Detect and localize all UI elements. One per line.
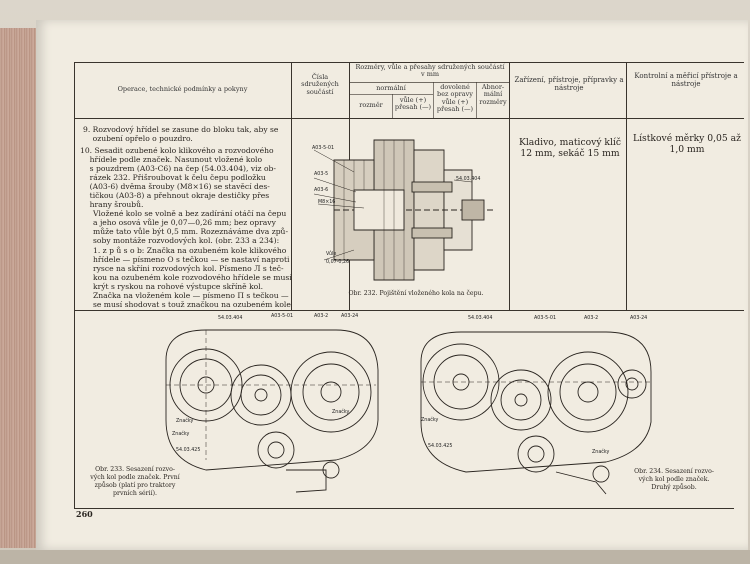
fig234-label: Značky [421, 418, 439, 423]
step-line: tičkou (A03-8) a přehnout okraje destičk… [80, 191, 270, 200]
step-line: rysce na skříni rozvodových kol. Písmeno… [93, 264, 284, 273]
step-line: rázek 232. Přišroubovat k čelu čepu podl… [80, 173, 266, 182]
tools-line-1: Kladivo, maticový klíč [518, 137, 622, 148]
fig233-label: A03-24 [341, 314, 359, 319]
header-control: Kontrolní a měřicí přístroje a nástroje [634, 72, 738, 89]
fig234-label: A03-24 [630, 316, 648, 321]
fig232-drawing [313, 139, 494, 281]
step-line: 1. z p ů s o b: Značka na ozubeném kole … [93, 246, 287, 255]
fig234-caption-3: Druhý způsob. [651, 484, 697, 491]
step-line: kou na ozubeném kole rozvodového hřídele… [93, 273, 292, 282]
header-tools: Zařízení, přístroje, přípravky a nástroj… [514, 76, 624, 93]
fig233-drawing [165, 329, 379, 493]
header-normal: normální [376, 84, 406, 92]
table-mid-rule [74, 310, 744, 311]
col-rule-3 [509, 62, 510, 310]
fig234-label: 54.03.425 [428, 444, 453, 449]
table-top-rule [74, 62, 744, 63]
col-rule-4 [626, 62, 627, 310]
step-line: Značka na vloženém kole — písmeno П s te… [93, 291, 289, 300]
header-abnormal: Abnor-mální rozměry [479, 83, 507, 106]
dims-col-a [392, 94, 393, 118]
fig234-label: Značky [592, 450, 610, 455]
fig234-label: 54.03.404 [468, 316, 493, 321]
step-line: (A03-6) dvěma šrouby (M8×16) se stavěcí … [80, 182, 270, 191]
control-line-1: Lístkové měrky 0,05 až [632, 133, 741, 144]
step-line: s pouzdrem (A03-C6) na čep (54.03.404), … [80, 164, 276, 173]
fig233-label: Značky [332, 410, 350, 415]
step-line: krýt s ryskou na rohové výstupce skříně … [93, 282, 264, 291]
tools-line-2: 12 mm, sekáč 15 mm [520, 148, 620, 159]
step-line: ozubení opřelo o pouzdro. [83, 134, 193, 143]
control-line-2: 1,0 mm [669, 144, 705, 155]
dims-col-b [433, 82, 434, 118]
fig233-label: 54.03.404 [218, 316, 243, 321]
fig232-label: 0,07-0,26 [326, 260, 350, 265]
fig234-label: A03-5-01 [534, 316, 557, 321]
book-page: Operace, technické podmínky a pokyny Čís… [36, 20, 748, 550]
fig233-label: A03-2 [314, 314, 329, 319]
fig232-label: A03-6 [314, 188, 329, 193]
fig233-label: A03-5-01 [271, 314, 294, 319]
fig234-label: A03-2 [584, 316, 599, 321]
fig233-label: Značky [172, 432, 190, 437]
fig233-caption-4: prvních sérií). [113, 490, 157, 497]
bottom-shadow [0, 550, 750, 564]
fig232-caption: Obr. 232. Pojištění vloženého kola na če… [348, 290, 484, 297]
fig233-label: Značky [176, 419, 194, 424]
header-number: Čísla sdružených součástí [301, 73, 339, 96]
page-number: 260 [76, 509, 93, 519]
header-dims: Rozměry, vůle a přesahy sdružených součá… [355, 63, 505, 79]
fig233-label: 54.03.425 [176, 448, 201, 453]
step-line: a jeho osová vůle je 0,07—0,26 mm; bez o… [93, 218, 276, 227]
step-line: se musí shodovat s touž značkou na ozube… [93, 300, 291, 309]
step-line: hřídele podle značek. Nasunout vložené k… [80, 155, 263, 164]
fig234-drawing [420, 331, 652, 495]
table-left-rule [74, 62, 75, 310]
step-line: 10. Sesadit ozubené kolo klikového a roz… [80, 146, 274, 155]
fig232-label: M8×16 [318, 200, 336, 205]
figure-left-rule [74, 310, 75, 508]
fig233-caption-2: vých kol podle značek. První [90, 474, 180, 481]
header-clearance: vůle (+) přesah (—) [394, 96, 432, 112]
col-rule-1 [291, 62, 292, 310]
normal-sub-rule [349, 94, 433, 95]
fig232-label: Vůle [326, 252, 337, 257]
book-page-edges [0, 28, 40, 548]
step-line: hřídele — písmeno O s tečkou — se nastav… [93, 255, 290, 264]
fig233-caption-3: způsob (platí pro traktory [94, 482, 176, 489]
header-bottom-rule [74, 118, 744, 119]
header-allowed: dovolené bez opravy vůle (+) přesah (—) [436, 83, 474, 114]
step-line: 9. Rozvodový hřídel se zasune do bloku t… [83, 125, 279, 134]
header-operation: Operace, technické podmínky a pokyny [117, 85, 248, 93]
fig234-caption-2: vých kol podle značek. [638, 476, 710, 483]
fig233-caption-1: Obr. 233. Sesazení rozvo- [95, 466, 175, 473]
step-line: může tato vůle být 0,5 mm. Rozeznáváme d… [93, 227, 289, 236]
step-line: hrany šroubů. [80, 200, 144, 209]
fig232-label: A03-5 [314, 172, 329, 177]
step-line: Vložené kolo se volně a bez zadírání otá… [93, 209, 287, 218]
fig232-label: A03-5-01 [312, 146, 335, 151]
step-line: soby montáže rozvodových kol. (obr. 233 … [93, 236, 280, 245]
fig234-caption-1: Obr. 234. Sesazení rozvo- [634, 468, 714, 475]
dims-sub-rule [349, 82, 509, 83]
figure-bottom-rule [74, 508, 734, 509]
fig232-label: 54.03.404 [456, 177, 481, 182]
header-size: rozměr [359, 101, 383, 109]
dims-col-c [476, 82, 477, 118]
